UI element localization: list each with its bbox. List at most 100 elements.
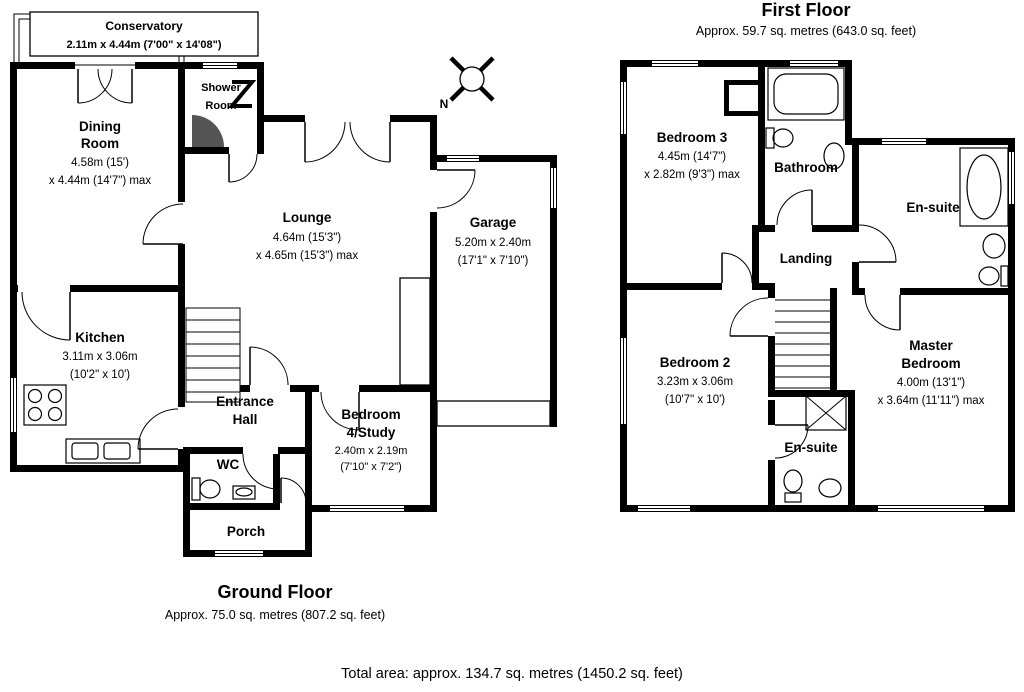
lounge-dims: 4.64m (15'3")	[273, 232, 341, 244]
door-arc	[142, 203, 184, 245]
compass-circle-icon	[459, 66, 485, 92]
door-arc	[320, 391, 360, 431]
door-arc	[436, 169, 476, 209]
lounge-label: Lounge	[283, 210, 332, 225]
wall-segment	[724, 80, 729, 116]
wall-segment	[752, 225, 759, 290]
chimney-breast	[399, 277, 431, 386]
wall-segment	[178, 62, 185, 202]
wall-segment	[178, 449, 185, 472]
wall-segment	[359, 385, 437, 392]
conservatory-label: Conservatory	[105, 19, 183, 33]
garage-dims: 5.20m x 2.40m	[455, 237, 531, 249]
wall-segment	[768, 400, 775, 425]
door-arc	[249, 346, 289, 386]
fixtures-layer	[13, 11, 1009, 503]
first-floor-area: Approx. 59.7 sq. metres (643.0 sq. feet)	[696, 24, 916, 38]
shower-tray-fixture	[805, 395, 847, 431]
basin-bowl-icon	[823, 142, 845, 170]
door-arc	[242, 453, 279, 490]
wall-segment	[178, 244, 185, 302]
shower-room-label: Room	[205, 100, 236, 112]
wall-segment	[183, 503, 280, 510]
wall-segment	[183, 147, 229, 154]
master-bedroom-dims: 4.00m (13'1")	[897, 377, 965, 389]
hob-burner-icon	[27, 406, 43, 422]
wall-segment	[273, 454, 280, 510]
dining-room-dims: 4.58m (15')	[71, 157, 129, 169]
door-arc	[280, 477, 307, 504]
conservatory-label-box	[29, 11, 259, 57]
kitchen-dims: (10'2" x 10')	[70, 369, 130, 381]
wall-segment	[183, 447, 243, 454]
ground-floor-area: Approx. 75.0 sq. metres (807.2 sq. feet)	[165, 608, 385, 622]
wall-segment	[257, 115, 305, 122]
master-bedroom-label: Master	[909, 338, 953, 353]
walls-layer	[10, 60, 1015, 557]
bedroom3-dims: x 2.82m (9'3") max	[644, 169, 740, 181]
bathroom-label: Bathroom	[774, 160, 838, 175]
bedroom4-label: 4/Study	[347, 425, 396, 440]
stairs-layer	[186, 299, 830, 393]
bedroom2-label: Bedroom 2	[660, 355, 731, 370]
bathtub-fixture	[767, 67, 845, 121]
toilet-cistern-icon	[1000, 265, 1009, 287]
first-floor-title: First Floor	[762, 0, 851, 20]
wall-segment	[183, 447, 190, 557]
wall-segment	[240, 385, 250, 392]
labels-layer: Conservatory 2.11m x 4.44m (7'00" x 14'0…	[49, 0, 985, 682]
toilet-bowl-icon	[978, 266, 1000, 286]
bedroom4-label: Bedroom	[341, 407, 400, 422]
wall-segment	[550, 155, 557, 427]
wall-segment	[852, 145, 859, 225]
master-bedroom-dims: x 3.64m (11'11") max	[878, 395, 985, 407]
wall-segment	[10, 465, 185, 472]
basin-fixture	[232, 485, 256, 500]
entrance-hall-label: Entrance	[216, 394, 274, 409]
wall-segment	[845, 60, 852, 145]
wall-segment	[620, 60, 852, 67]
bedroom2-dims: (10'7" x 10')	[665, 394, 725, 406]
door-arc	[304, 121, 346, 163]
wall-segment	[305, 503, 312, 557]
ground-stairs-outline	[185, 307, 241, 403]
basin-bowl-icon	[235, 487, 253, 497]
sink-bowl-icon	[103, 442, 131, 460]
wall-segment	[848, 390, 855, 505]
wall-segment	[10, 62, 17, 472]
wall-segment	[758, 225, 775, 232]
bath-fixture	[959, 147, 1009, 227]
hob-fixture	[23, 384, 67, 426]
wc-label: WC	[217, 457, 240, 472]
wall-segment	[724, 80, 758, 85]
master-bedroom-label: Bedroom	[901, 356, 960, 371]
garage-dims: (17'1" x 7'10")	[458, 255, 529, 267]
wall-segment	[290, 385, 319, 392]
doors-layer	[21, 68, 901, 504]
wall-segment	[768, 390, 855, 397]
bedroom4-dims: (7'10" x 7'2")	[340, 461, 402, 473]
door-arc	[21, 291, 71, 341]
porch-label: Porch	[227, 524, 265, 539]
wall-segment	[70, 285, 185, 292]
wall-segment	[278, 447, 312, 454]
kitchen-label: Kitchen	[75, 330, 125, 345]
hob-burner-icon	[47, 388, 63, 404]
door-arc	[721, 252, 753, 284]
garage-door	[436, 400, 551, 427]
ensuite-top-label: En-suite	[906, 200, 960, 215]
kitchen-sink-fixture	[65, 438, 141, 464]
bath-inner-icon	[966, 154, 1002, 220]
door-arc	[776, 189, 813, 226]
wall-segment	[178, 285, 185, 407]
shower-room-label: Shower	[201, 82, 241, 94]
landing-label: Landing	[780, 251, 833, 266]
wall-segment	[620, 283, 722, 290]
door-arc	[729, 297, 769, 337]
door-arc	[858, 224, 897, 263]
wall-segment	[900, 288, 1015, 295]
toilet-bowl-icon	[772, 128, 794, 148]
wall-segment	[620, 505, 1015, 512]
